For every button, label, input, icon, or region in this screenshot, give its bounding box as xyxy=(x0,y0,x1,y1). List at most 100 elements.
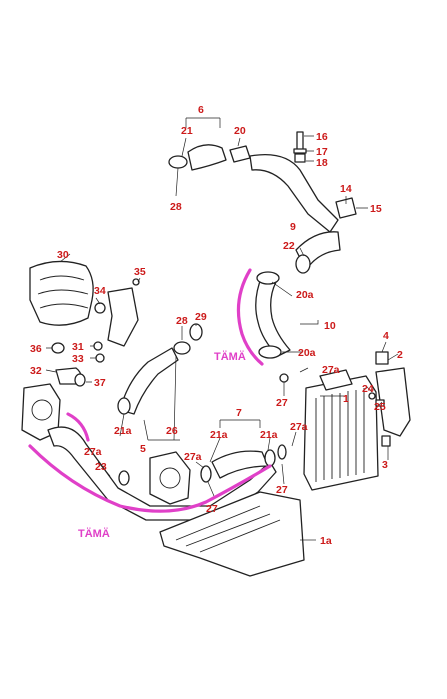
label-37: 37 xyxy=(94,377,106,389)
clamp-27a-left xyxy=(118,470,130,486)
flange-bore xyxy=(31,399,53,421)
clamp-36 xyxy=(51,342,65,354)
clamp-20a-upper xyxy=(256,271,280,285)
label-27a-far: 27a xyxy=(290,421,308,433)
label-32: 32 xyxy=(30,365,42,377)
label-28-mid: 28 xyxy=(176,315,188,327)
highlight-pipe-23 xyxy=(28,444,272,513)
annotation-tama-bottom: TÄMÄ xyxy=(78,527,110,540)
label-10: 10 xyxy=(324,320,336,332)
label-23: 23 xyxy=(95,461,107,473)
nut-25 xyxy=(375,399,385,407)
flange-right-bore xyxy=(159,467,181,489)
label-6: 6 xyxy=(198,104,204,116)
hose-6-elbow xyxy=(187,144,227,171)
clamp-20 xyxy=(229,145,251,163)
clip-27-right xyxy=(279,373,289,383)
hose-10 xyxy=(255,275,291,357)
label-14: 14 xyxy=(340,183,352,195)
label-27-right: 27 xyxy=(276,397,288,409)
clamp-21 xyxy=(168,155,188,169)
label-27a-left: 27a xyxy=(84,446,102,458)
clamp-20a-lower xyxy=(258,345,282,359)
bracket-31 xyxy=(107,287,139,347)
label-35: 35 xyxy=(134,266,146,278)
label-18: 18 xyxy=(316,157,328,169)
clamp-21a-left xyxy=(117,397,131,415)
grommet-34 xyxy=(94,302,106,314)
resonator-30 xyxy=(29,260,94,326)
resonator-ribs xyxy=(37,275,89,309)
resonator-group xyxy=(29,260,140,387)
intercooler-group xyxy=(279,351,411,491)
label-15: 15 xyxy=(370,203,382,215)
label-2: 2 xyxy=(397,349,403,361)
label-27-low: 27 xyxy=(276,484,288,496)
intake-pipe-group xyxy=(21,383,287,521)
nut-18 xyxy=(294,153,306,163)
label-24: 24 xyxy=(362,383,374,395)
label-9: 9 xyxy=(290,221,296,233)
highlight-hose-10 xyxy=(236,268,264,366)
clamp-28 xyxy=(173,341,191,355)
bolt-24 xyxy=(368,392,376,400)
label-5: 5 xyxy=(140,443,146,455)
label-27a-right: 27a xyxy=(322,364,340,376)
label-34: 34 xyxy=(94,285,106,297)
pipe-23 xyxy=(47,426,277,521)
label-36: 36 xyxy=(30,343,42,355)
clip-29 xyxy=(189,323,203,341)
clamp-22 xyxy=(295,254,311,274)
rubber-mount-4 xyxy=(375,351,389,365)
label-21a-left: 21a xyxy=(114,425,132,437)
clamp-21a-right xyxy=(264,449,276,467)
flange-right xyxy=(149,451,191,505)
air-duct-ribs xyxy=(175,505,281,553)
label-25: 25 xyxy=(374,401,386,413)
screw-35 xyxy=(132,278,140,286)
label-33: 33 xyxy=(72,353,84,365)
highlight-pipe-end xyxy=(66,412,90,442)
label-31: 31 xyxy=(72,341,84,353)
hose-10-group xyxy=(255,271,291,359)
label-1a: 1a xyxy=(320,535,332,547)
air-guide-27a xyxy=(319,369,353,391)
upper-hose-assembly xyxy=(168,131,357,274)
label-28: 28 xyxy=(170,201,182,213)
label-30: 30 xyxy=(57,249,69,261)
clamp-21a-mid xyxy=(200,465,212,483)
label-7: 7 xyxy=(236,407,242,419)
label-1: 1 xyxy=(343,393,349,405)
mount-3 xyxy=(381,435,391,447)
nut-31 xyxy=(93,341,103,351)
sensor-14 xyxy=(335,197,357,219)
annotation-tama-top: TÄMÄ xyxy=(214,350,246,363)
label-20a-lower: 20a xyxy=(298,347,316,359)
part-labels: 6 21 20 28 16 17 18 14 15 9 22 20a 10 20… xyxy=(30,104,403,547)
washer-17 xyxy=(293,148,307,154)
middle-hose-group xyxy=(117,323,203,415)
clamp-27a-mid xyxy=(277,444,287,460)
label-29: 29 xyxy=(195,311,207,323)
label-20: 20 xyxy=(234,125,246,137)
bolt-16 xyxy=(296,131,304,151)
label-27-bottom: 27 xyxy=(206,503,218,515)
label-16: 16 xyxy=(316,131,328,143)
leader-lines xyxy=(45,117,399,541)
nut-33 xyxy=(95,353,105,363)
bracket-2 xyxy=(375,367,411,437)
label-27a-mid: 27a xyxy=(184,451,202,463)
label-20a-upper: 20a xyxy=(296,289,314,301)
label-17: 17 xyxy=(316,146,328,158)
label-4: 4 xyxy=(383,330,389,342)
label-21a-mid: 21a xyxy=(210,429,228,441)
intercooler-fins xyxy=(315,388,365,482)
label-21: 21 xyxy=(181,125,193,137)
label-26: 26 xyxy=(166,425,178,437)
label-3: 3 xyxy=(382,459,388,471)
intercooler-1 xyxy=(303,375,379,491)
label-22: 22 xyxy=(283,240,295,252)
air-duct-group xyxy=(159,491,305,577)
